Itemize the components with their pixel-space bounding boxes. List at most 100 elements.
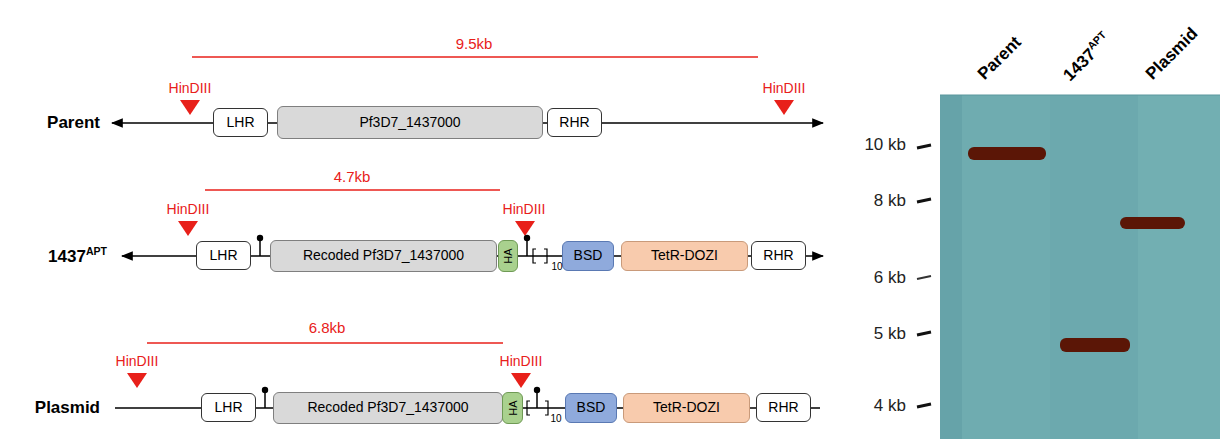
box-label: RHR	[763, 248, 793, 263]
box-label: LHR	[209, 248, 237, 263]
repeat-bracket	[527, 401, 530, 415]
ladder-tick	[917, 332, 931, 335]
cut-site	[178, 221, 198, 236]
tag-box: HA	[502, 392, 522, 424]
row-label-group: Parent	[47, 113, 100, 133]
box-label: LHR	[214, 400, 242, 415]
cut-site	[511, 373, 531, 388]
box-label: BSD	[577, 400, 606, 415]
box-label: RHR	[559, 115, 589, 130]
fragment-bar	[192, 56, 758, 58]
box-label: Pf3D7_1437000	[359, 115, 460, 130]
enzyme-label: HinDIII	[169, 80, 212, 96]
fragment-size-group: 4.7kb	[334, 168, 371, 185]
ladder-tick	[917, 276, 931, 279]
lane-label-group: 1437APT	[1058, 28, 1115, 85]
blot-edge	[940, 95, 1220, 96]
lollipop-head	[534, 387, 540, 393]
cut-site	[774, 100, 794, 115]
enzyme-label-group: HinDIII	[763, 80, 806, 96]
row-label: Plasmid	[35, 398, 100, 417]
box-label: BSD	[574, 248, 603, 263]
enzyme-label-group: HinDIII	[169, 80, 212, 96]
blot-lane	[1138, 95, 1220, 439]
cut-site	[180, 100, 200, 115]
ladder-tick	[917, 145, 931, 148]
blot-lane	[1050, 95, 1138, 439]
ladder-size: 5 kb	[874, 324, 906, 343]
ladder-size-group: 10 kb	[864, 135, 906, 155]
enzyme-label-group: HinDIII	[503, 201, 546, 217]
repeat-bracket	[545, 401, 548, 415]
lane-label: Plasmid	[1142, 24, 1202, 84]
repeat-bracket	[544, 249, 547, 263]
regulator-box: TetR-DOZI	[623, 393, 750, 423]
box-label: Recoded Pf3D7_1437000	[307, 400, 468, 415]
homology-arm: LHR	[213, 108, 268, 137]
blot-band	[1060, 338, 1130, 352]
homology-arm: RHR	[756, 393, 811, 422]
enzyme-label: HinDIII	[167, 201, 210, 217]
lollipop-stem	[259, 241, 261, 256]
ladder-size-group: 4 kb	[874, 396, 906, 416]
lane-label: Parent	[974, 33, 1025, 84]
enzyme-label: HinDIII	[500, 353, 543, 369]
ladder-size: 4 kb	[874, 396, 906, 415]
enzyme-label: HinDIII	[763, 80, 806, 96]
gene-box: Pf3D7_1437000	[277, 106, 543, 139]
blot-membrane	[940, 95, 1220, 439]
blot-band	[968, 147, 1046, 160]
repeat-count: 10	[550, 413, 561, 424]
box-label: LHR	[226, 115, 254, 130]
regulator-box: TetR-DOZI	[621, 241, 748, 271]
blot-lane	[962, 95, 1050, 439]
lollipop-head	[524, 235, 530, 241]
fragment-size-group: 9.5kb	[456, 35, 493, 52]
fragment-size: 4.7kb	[334, 168, 371, 185]
tag-box: HA	[498, 240, 518, 272]
enzyme-label: HinDIII	[116, 353, 159, 369]
lollipop-head	[262, 387, 268, 393]
homology-arm: RHR	[547, 108, 602, 137]
lane-label-group: Plasmid	[1142, 24, 1202, 84]
enzyme-label: HinDIII	[503, 201, 546, 217]
lollipop-stem	[526, 241, 528, 256]
lollipop-stem	[264, 393, 266, 408]
lollipop-stem	[536, 393, 538, 408]
repeat-bracket	[533, 249, 536, 263]
marker-box: BSD	[565, 393, 617, 423]
row-label-group: Plasmid	[35, 398, 100, 418]
gene-box: Recoded Pf3D7_1437000	[270, 240, 497, 272]
cut-site	[515, 221, 535, 236]
ladder-size-group: 8 kb	[874, 191, 906, 211]
box-label: HA	[502, 248, 514, 263]
fragment-bar	[205, 189, 500, 191]
ladder-size-group: 5 kb	[874, 324, 906, 344]
fragment-size-group: 6.8kb	[309, 319, 346, 336]
cut-site	[127, 373, 147, 388]
lane-label-group: Parent	[974, 33, 1025, 84]
blot-band	[1120, 217, 1185, 229]
enzyme-label-group: HinDIII	[500, 353, 543, 369]
homology-arm: LHR	[201, 393, 256, 422]
box-label: RHR	[768, 400, 798, 415]
gene-box: Recoded Pf3D7_1437000	[273, 392, 503, 424]
ladder-size: 10 kb	[864, 135, 906, 154]
ladder-size-group: 6 kb	[874, 268, 906, 288]
fragment-size: 6.8kb	[309, 319, 346, 336]
ladder-tick	[917, 199, 931, 202]
ladder-size: 8 kb	[874, 191, 906, 210]
fragment-size: 9.5kb	[456, 35, 493, 52]
repeat-count-group: 10	[551, 261, 562, 273]
fragment-bar	[147, 342, 503, 344]
box-label: HA	[506, 400, 518, 415]
repeat-count-group: 10	[550, 413, 561, 425]
row-label-group: 1437APT	[48, 245, 107, 266]
box-label: Recoded Pf3D7_1437000	[303, 248, 464, 263]
repeat-count: 10	[551, 261, 562, 272]
row-label: APT	[86, 245, 107, 257]
ladder-size: 6 kb	[874, 268, 906, 287]
homology-arm: RHR	[751, 241, 806, 270]
row-label: 1437	[48, 247, 86, 266]
